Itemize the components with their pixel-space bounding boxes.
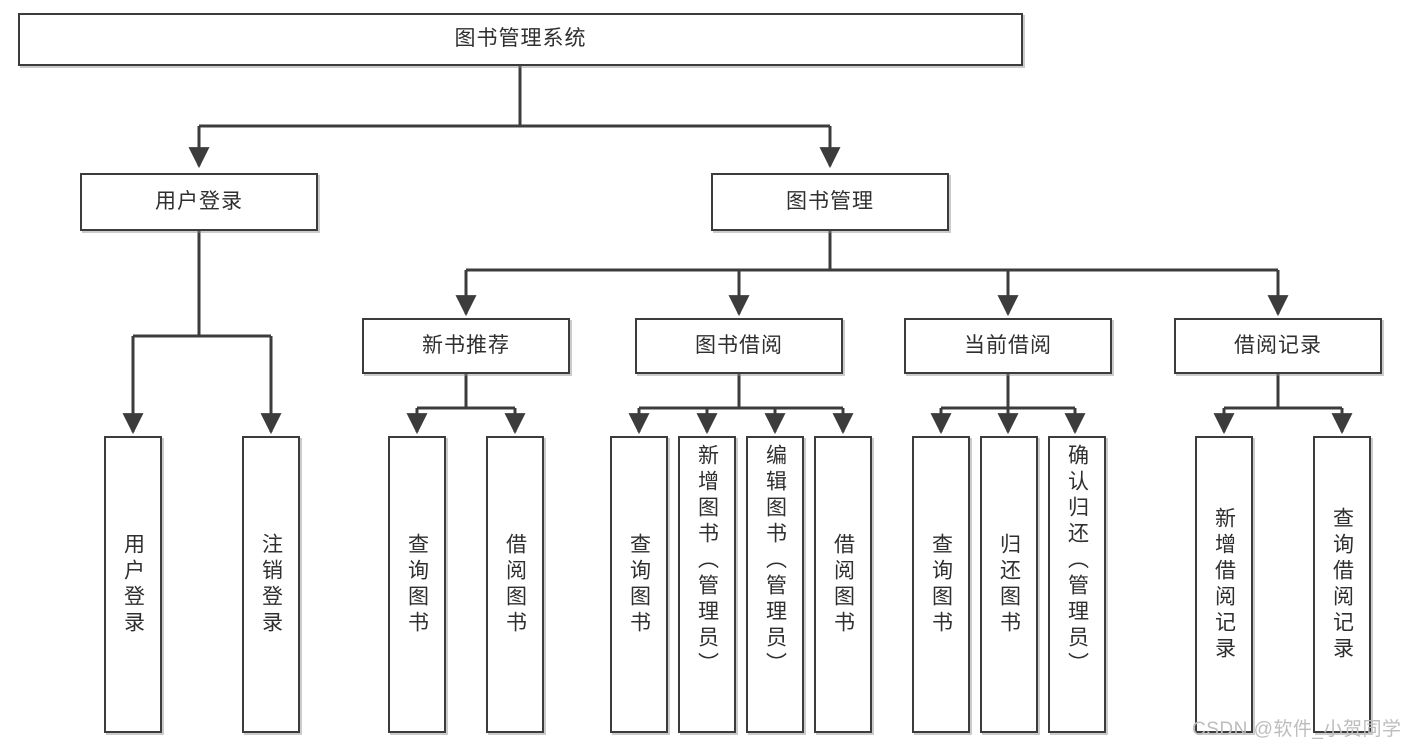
leaf-node-add-borrow-record[interactable]: 新增借阅记录	[1195, 436, 1253, 733]
leaf-node-borrow-book-1[interactable]: 借阅图书	[486, 436, 544, 733]
leaf-node-borrow-book-2[interactable]: 借阅图书	[814, 436, 872, 733]
leaf-label: 查询图书	[627, 532, 651, 637]
leaf-node-query-book-2[interactable]: 查询图书	[610, 436, 668, 733]
leaf-node-edit-book-admin[interactable]: 编辑图书（管理员）	[746, 436, 804, 733]
leaf-node-return-book[interactable]: 归还图书	[980, 436, 1038, 733]
leaf-label: 编辑图书（管理员）	[763, 444, 787, 678]
node-label: 借阅记录	[1234, 333, 1322, 357]
csdn-watermark: CSDN @软件_小贺同学	[1192, 719, 1402, 740]
leaf-label: 查询图书	[405, 532, 429, 637]
node-label: 图书管理系统	[454, 27, 587, 51]
leaf-node-query-borrow-record[interactable]: 查询借阅记录	[1313, 436, 1371, 733]
node-book-borrow[interactable]: 图书借阅	[635, 318, 843, 374]
node-book-management-system[interactable]: 图书管理系统	[18, 13, 1023, 66]
node-label: 图书管理	[786, 189, 874, 213]
leaf-node-query-book-1[interactable]: 查询图书	[388, 436, 446, 733]
leaf-label: 新增借阅记录	[1212, 506, 1236, 663]
node-book-management[interactable]: 图书管理	[711, 173, 949, 231]
node-current-borrow[interactable]: 当前借阅	[904, 318, 1112, 374]
leaf-label: 借阅图书	[831, 532, 855, 637]
node-label: 图书借阅	[695, 333, 783, 357]
leaf-label: 用户登录	[121, 532, 145, 637]
node-new-book-recommend[interactable]: 新书推荐	[362, 318, 570, 374]
leaf-node-add-book-admin[interactable]: 新增图书（管理员）	[678, 436, 736, 733]
leaf-label: 新增图书（管理员）	[695, 444, 719, 678]
leaf-label: 确认归还（管理员）	[1065, 444, 1089, 678]
leaf-node-query-book-3[interactable]: 查询图书	[912, 436, 970, 733]
node-user-login[interactable]: 用户登录	[80, 173, 318, 231]
leaf-node-confirm-return-admin[interactable]: 确认归还（管理员）	[1048, 436, 1106, 733]
node-label: 新书推荐	[422, 333, 510, 357]
leaf-label: 注销登录	[259, 532, 283, 637]
node-borrow-record[interactable]: 借阅记录	[1174, 318, 1382, 374]
node-label: 当前借阅	[964, 333, 1052, 357]
leaf-label: 归还图书	[997, 532, 1021, 637]
leaf-node-user-login[interactable]: 用户登录	[104, 436, 162, 733]
leaf-node-logout-login[interactable]: 注销登录	[242, 436, 300, 733]
leaf-label: 查询借阅记录	[1330, 506, 1354, 663]
node-label: 用户登录	[155, 189, 243, 213]
leaf-label: 查询图书	[929, 532, 953, 637]
leaf-label: 借阅图书	[503, 532, 527, 637]
